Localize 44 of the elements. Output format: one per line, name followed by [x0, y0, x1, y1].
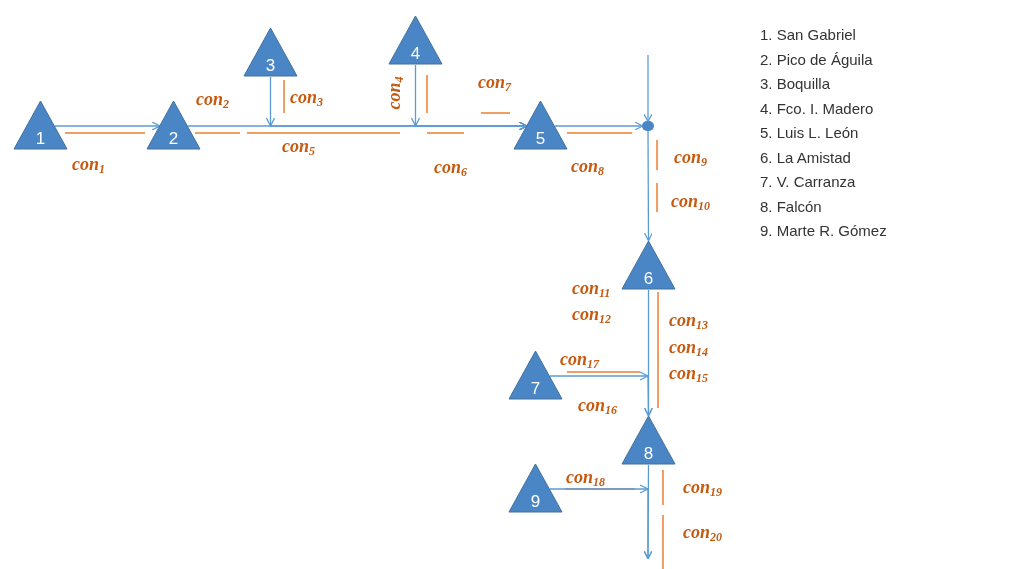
- connection-label: con$_{19}$: [683, 478, 722, 496]
- connection-label: con$_{20}$: [683, 523, 722, 541]
- station-number: 9: [530, 493, 541, 510]
- station-number: 3: [265, 57, 276, 74]
- station-number: 8: [643, 445, 654, 462]
- station-name: 7. V. Carranza: [760, 172, 857, 192]
- connection-label: con$_{11}$: [572, 279, 611, 297]
- connection-label: con$_{10}$: [671, 192, 710, 210]
- station-name: 3. Boquilla: [760, 74, 832, 94]
- station-triangle: [388, 15, 443, 65]
- station-name: 2. Pico de Águila: [760, 49, 874, 70]
- connection-label: con$_{2}$: [196, 90, 229, 108]
- station-number: 7: [530, 380, 541, 397]
- connection-label: con$_{16}$: [578, 396, 617, 414]
- connection-label: con$_{3}$: [290, 88, 323, 106]
- connection-label: con$_{12}$: [572, 305, 611, 323]
- station-name: 4. Fco. I. Madero: [760, 98, 875, 119]
- station-name: 9. Marte R. Gómez: [760, 221, 887, 241]
- connection-label: con$_{5}$: [282, 137, 315, 155]
- station-triangle: [243, 27, 298, 77]
- connection-label: con$_{17}$: [560, 350, 599, 368]
- station-number: 1: [35, 130, 46, 147]
- connection-label: con$_{14}$: [669, 338, 708, 356]
- station-triangle: [621, 415, 676, 465]
- connection-label: con$_{1}$: [72, 155, 105, 173]
- connection-label: con$_{6}$: [434, 158, 467, 176]
- connection-label: con$_{18}$: [566, 468, 605, 486]
- station-number: 2: [168, 130, 179, 147]
- connection-label: con$_{7}$: [478, 73, 511, 91]
- station-name: 5. Luis L. León: [760, 123, 860, 143]
- connection-label: con$_{13}$: [669, 311, 708, 329]
- station-number: 4: [410, 45, 421, 62]
- connection-label: con$_{9}$: [674, 148, 707, 166]
- station-number: 6: [643, 270, 654, 287]
- connection-label: con$_{8}$: [571, 157, 604, 175]
- station-name: 8. Falcón: [760, 196, 823, 217]
- station-triangle: [508, 463, 563, 513]
- station-triangle: [13, 100, 68, 150]
- station-name: 1. San Gabriel: [760, 25, 857, 45]
- station-triangle: [513, 100, 568, 150]
- station-name: 6. La Amistad: [760, 147, 852, 168]
- station-triangle: [621, 240, 676, 290]
- connection-label: con$_{15}$: [669, 364, 708, 382]
- station-number: 5: [535, 130, 546, 147]
